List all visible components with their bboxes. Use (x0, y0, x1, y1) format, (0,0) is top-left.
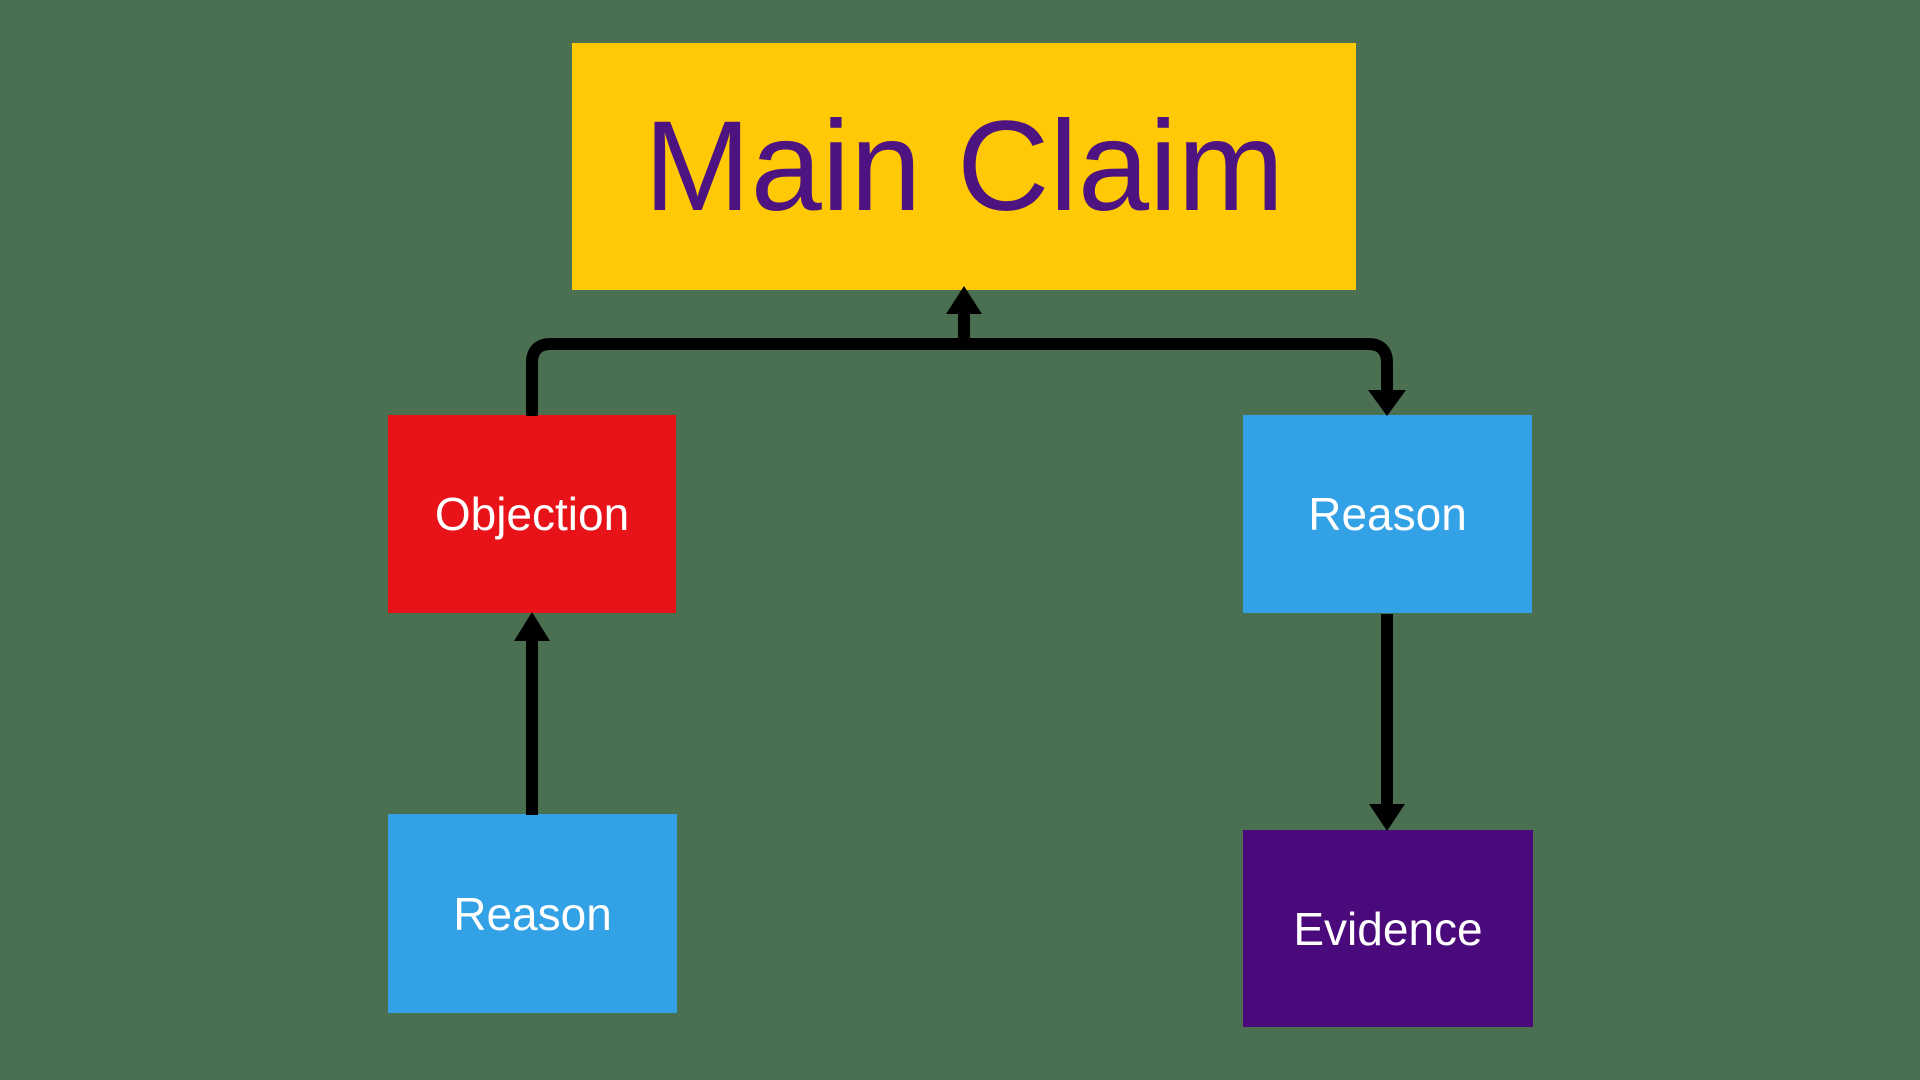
arrowhead-up-to-main-claim-icon (946, 286, 982, 314)
node-evidence: Evidence (1243, 830, 1533, 1027)
reason-bottom-left-label: Reason (453, 887, 612, 940)
arrowhead-down-to-evidence-icon (1369, 804, 1405, 831)
main-claim-label: Main Claim (643, 94, 1285, 238)
connector-branch-line (526, 338, 1393, 416)
objection-label: Objection (434, 488, 630, 540)
arrowhead-down-to-reason-icon (1368, 390, 1406, 416)
node-main-claim: Main Claim (572, 43, 1356, 290)
arrowhead-up-to-objection-icon (514, 612, 550, 641)
evidence-label: Evidence (1293, 902, 1483, 955)
node-reason-top-right: Reason (1243, 415, 1532, 613)
node-objection: Objection (388, 415, 676, 613)
reason-top-right-label: Reason (1308, 488, 1467, 540)
node-reason-bottom-left: Reason (388, 814, 677, 1013)
